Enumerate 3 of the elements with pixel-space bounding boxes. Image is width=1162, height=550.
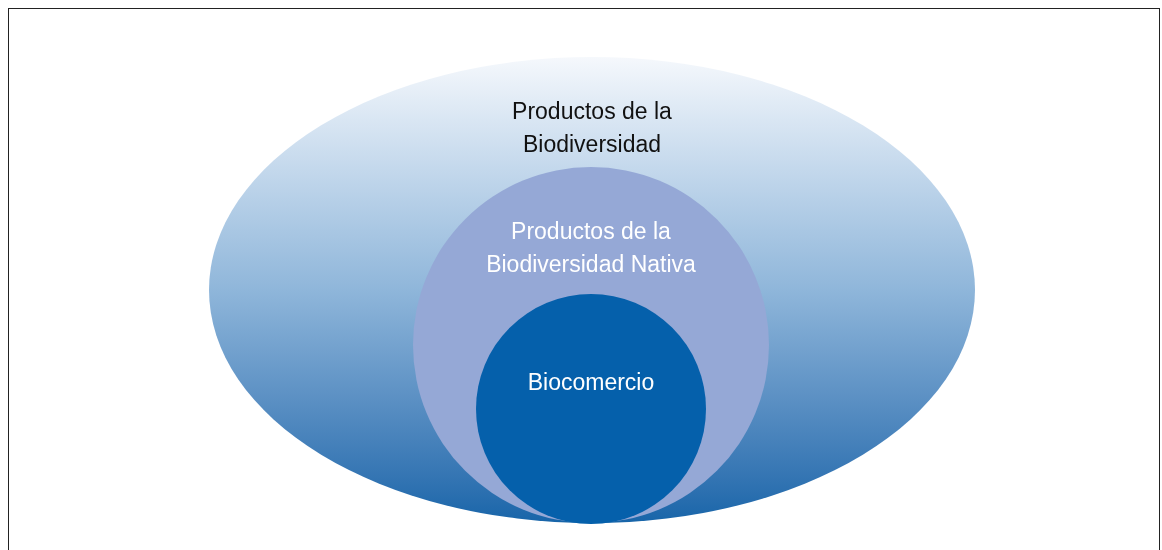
node-label: Productos de la Biodiversidad (511, 97, 673, 159)
node-label: Biocomercio (526, 368, 656, 397)
node-label: Productos de la Biodiversidad Nativa (485, 217, 697, 279)
